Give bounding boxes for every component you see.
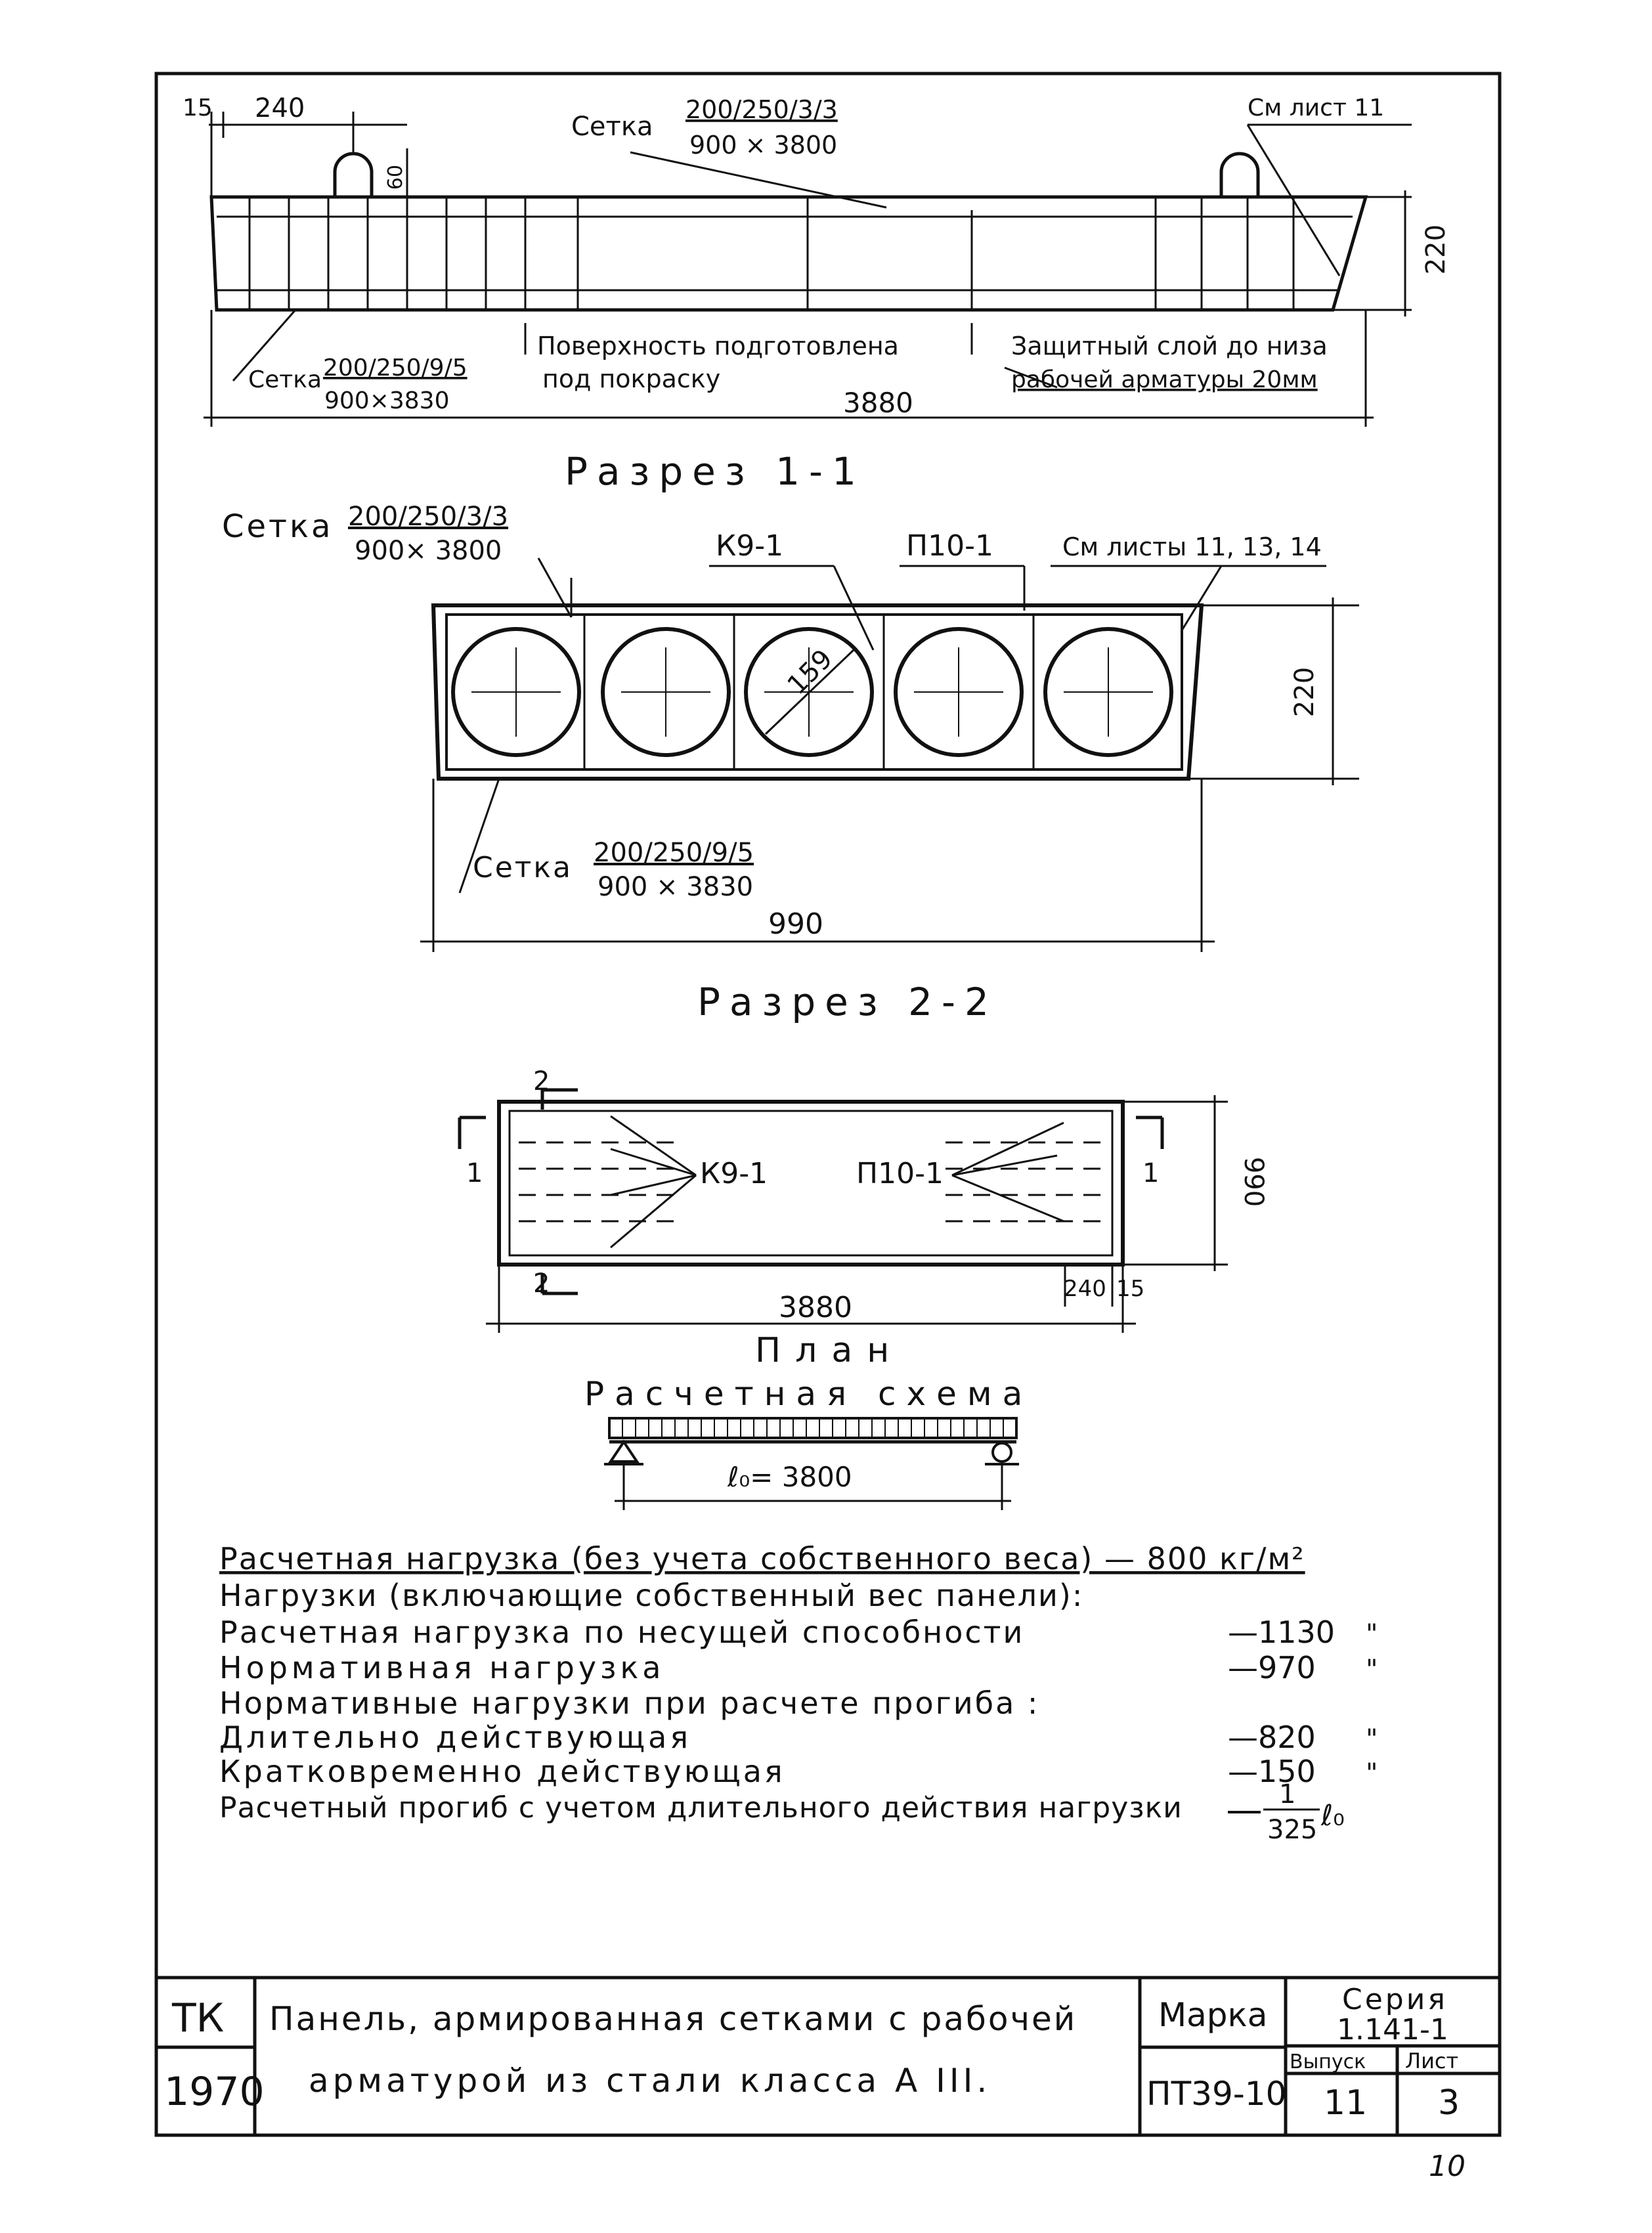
series-value: 1.141-1 bbox=[1337, 2013, 1448, 2047]
issue-value: 11 bbox=[1324, 2083, 1367, 2123]
cut-mark-1-right: 1 bbox=[1142, 1158, 1159, 1188]
section-1-1-mesh-bottom-num: 200/250/9/5 bbox=[594, 838, 754, 868]
calc-span-l0: ℓ₀= 3800 bbox=[727, 1461, 852, 1493]
plan-dim-240: 240 bbox=[1064, 1276, 1106, 1302]
deflection-denominator: 325 bbox=[1267, 1815, 1317, 1845]
section-1-1-width-dim: 990 bbox=[768, 907, 823, 941]
plan-frame-p10-1: П10-1 bbox=[856, 1157, 944, 1190]
calc-scheme-diagram bbox=[604, 1417, 1019, 1510]
mesh-top-fraction-num: 200/250/3/3 bbox=[685, 95, 838, 124]
calc-scheme-title: Расчетная схема bbox=[584, 1375, 1033, 1413]
ref-sheets-11-13-14: См листы 11, 13, 14 bbox=[1062, 532, 1322, 561]
mark-value: ПТ39-10 bbox=[1146, 2075, 1286, 2113]
load-row-5-value: —150 bbox=[1228, 1754, 1316, 1789]
dim-240: 240 bbox=[255, 93, 305, 123]
loads-header: Нагрузки (включающие собственный вес пан… bbox=[219, 1578, 1083, 1613]
mark-label: Марка bbox=[1158, 1996, 1267, 2034]
sheet-value: 3 bbox=[1438, 2083, 1460, 2123]
mesh-bottom-fraction-den: 900×3830 bbox=[324, 387, 450, 414]
deflection-label: Расчетный прогиб с учетом длительного де… bbox=[219, 1791, 1183, 1825]
section-1-1-mesh-top-den: 900× 3800 bbox=[355, 536, 502, 566]
section-1-1-mesh-bottom-den: 900 × 3830 bbox=[598, 872, 753, 902]
dim-15: 15 bbox=[183, 95, 213, 121]
length-dim-3880: 3880 bbox=[843, 387, 913, 419]
cut-mark-1-left: 1 bbox=[466, 1158, 483, 1188]
series-label: Серия bbox=[1342, 1983, 1448, 2016]
sheet-label: Лист bbox=[1405, 2049, 1458, 2073]
mesh-bottom-fraction-num: 200/250/9/5 bbox=[323, 355, 467, 381]
loop-height-dim: 60 bbox=[384, 165, 407, 190]
design-load-line: Расчетная нагрузка (без учета собственно… bbox=[219, 1541, 1305, 1576]
description-line1: Панель, армированная сетками с рабочей bbox=[269, 2000, 1077, 2038]
section-2-2-title: Разрез 2-2 bbox=[697, 980, 998, 1024]
section-1-1-mesh-bottom-label: Сетка bbox=[473, 851, 573, 884]
plan-dim-15: 15 bbox=[1116, 1276, 1144, 1302]
load-row-4-unit: " bbox=[1366, 1724, 1378, 1754]
plan-title: План bbox=[755, 1331, 903, 1370]
description-line2: арматурой из стали класса А III. bbox=[309, 2062, 991, 2100]
load-row-1-label: Расчетная нагрузка по несущей способност… bbox=[219, 1615, 1024, 1650]
load-row-2-label: Нормативная нагрузка bbox=[219, 1650, 664, 1685]
cut-mark-2-bottom: 2 bbox=[533, 1268, 550, 1299]
section-1-1-mesh-top-num: 200/250/3/3 bbox=[348, 502, 508, 532]
load-row-2-value: —970 bbox=[1228, 1650, 1316, 1685]
load-row-1-unit: " bbox=[1366, 1619, 1378, 1649]
load-row-5-unit: " bbox=[1366, 1758, 1378, 1789]
cover-note-line2: рабочей арматуры 20мм bbox=[1011, 366, 1318, 393]
load-row-5-label: Кратковременно действующая bbox=[219, 1754, 785, 1789]
mesh-top-label: Сетка bbox=[571, 112, 653, 142]
page-number: 10 bbox=[1429, 2150, 1466, 2183]
org-code-tk: ТК bbox=[171, 1995, 224, 2041]
year-1970: 1970 bbox=[164, 2069, 265, 2115]
longitudinal-section bbox=[204, 112, 1412, 427]
title-block bbox=[156, 1976, 1500, 2135]
load-row-4-value: —820 bbox=[1228, 1720, 1316, 1755]
plan-length-dim-3880: 3880 bbox=[779, 1291, 852, 1324]
issue-label: Выпуск bbox=[1290, 2050, 1366, 2073]
surface-note-line1: Поверхность подготовлена bbox=[537, 332, 899, 360]
frame-k9-1-label: К9-1 bbox=[716, 529, 783, 563]
mesh-bottom-label: Сетка bbox=[248, 366, 322, 393]
section-1-1-title: Разрез 1-1 bbox=[565, 449, 865, 494]
plan-width-dim-990: 990 bbox=[1238, 1157, 1269, 1207]
load-row-2-unit: " bbox=[1366, 1655, 1378, 1685]
cut-mark-2-top: 2 bbox=[533, 1066, 550, 1096]
sheet-frame bbox=[154, 72, 1502, 2137]
deflection-suffix: ℓ₀ bbox=[1320, 1799, 1345, 1832]
deflection-numerator: 1 bbox=[1279, 1779, 1295, 1810]
load-row-3-label: Нормативные нагрузки при расчете прогиба… bbox=[219, 1685, 1039, 1721]
plan-frame-k9-1: К9-1 bbox=[700, 1157, 768, 1190]
load-row-1-value: —1130 bbox=[1228, 1615, 1335, 1650]
mesh-top-fraction-den: 900 × 3800 bbox=[689, 131, 837, 160]
cross-section bbox=[420, 557, 1359, 952]
load-row-4-label: Длительно действующая bbox=[219, 1720, 691, 1755]
section-1-1-mesh-top-label: Сетка bbox=[222, 508, 333, 545]
ref-sheet-11: См лист 11 bbox=[1248, 95, 1384, 121]
section-1-1-height-dim: 220 bbox=[1290, 667, 1320, 717]
plan-view bbox=[458, 1088, 1228, 1333]
cover-note-line1: Защитный слой до низа bbox=[1011, 332, 1328, 360]
surface-note-line2: под покраску bbox=[542, 364, 720, 393]
height-dim-220: 220 bbox=[1421, 225, 1451, 274]
frame-p10-1-label: П10-1 bbox=[906, 529, 993, 563]
